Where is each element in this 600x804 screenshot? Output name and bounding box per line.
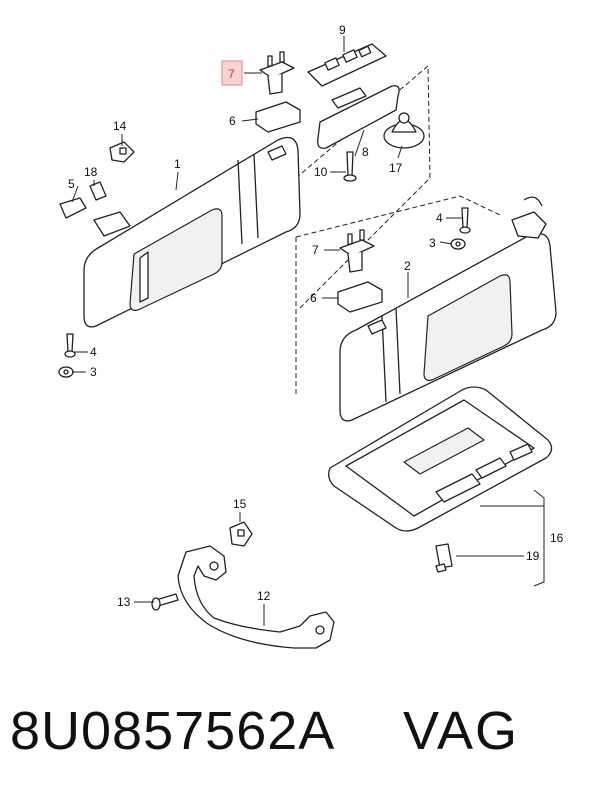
callout-15: 15	[233, 497, 247, 511]
cover-cap-part-mid	[337, 281, 383, 313]
callout-3-right: 3	[429, 236, 436, 250]
callout-6-top: 6	[229, 114, 236, 128]
callout-13: 13	[117, 595, 131, 609]
mounting-bracket-part	[307, 43, 387, 87]
right-sun-visor-part	[339, 196, 557, 422]
clip-part-19	[435, 543, 453, 573]
callout-1: 1	[174, 157, 181, 171]
clip-part-15	[229, 521, 253, 547]
callout-2: 2	[404, 259, 411, 273]
callout-7-highlight-box	[221, 60, 243, 86]
bracket-part-18	[89, 181, 107, 201]
callout-19: 19	[526, 549, 540, 563]
assembly-outline-right	[295, 195, 501, 395]
callout-8: 8	[362, 145, 369, 159]
callout-6-mid: 6	[310, 291, 317, 305]
footer: 8U0857562A VAG	[0, 700, 600, 790]
mirror-light-part	[317, 85, 400, 149]
cover-cap-part-top	[255, 101, 301, 133]
left-sun-visor-part	[83, 136, 301, 328]
screw-part-10	[343, 151, 357, 182]
vanity-mirror-cover-part	[328, 386, 553, 532]
callout-16: 16	[550, 531, 564, 545]
clip-dome-part	[383, 112, 425, 149]
grab-handle-part	[177, 545, 335, 649]
brand-text: VAG	[403, 701, 520, 761]
screw-part-4-left	[64, 333, 76, 358]
screw-part-4-right	[459, 207, 471, 234]
hinge-clip-part-mid	[339, 229, 375, 273]
clip-part-3-left	[58, 366, 74, 378]
callout-17: 17	[389, 161, 403, 175]
parts-diagram: 9 7 6 14 1 18 5 8 10 17 4 3 4 3 7 2 6 16…	[58, 23, 564, 649]
callout-7-highlighted: 7	[228, 67, 235, 81]
screw-part-13	[151, 593, 179, 611]
cap-part-5	[59, 197, 87, 219]
callout-18: 18	[84, 165, 98, 179]
leader-lines	[71, 36, 545, 626]
callout-5: 5	[68, 177, 75, 191]
callout-4-right: 4	[436, 211, 443, 225]
callout-7-mid: 7	[312, 243, 319, 257]
callout-3-left: 3	[90, 365, 97, 379]
callout-4-left: 4	[90, 345, 97, 359]
hinge-clip-part-top	[259, 51, 295, 95]
callout-10: 10	[314, 165, 328, 179]
callout-14: 14	[113, 119, 127, 133]
clip-part-3-right	[450, 238, 466, 250]
part-number-text: 8U0857562A	[10, 701, 336, 761]
callout-12: 12	[257, 589, 271, 603]
callout-9: 9	[339, 23, 346, 37]
